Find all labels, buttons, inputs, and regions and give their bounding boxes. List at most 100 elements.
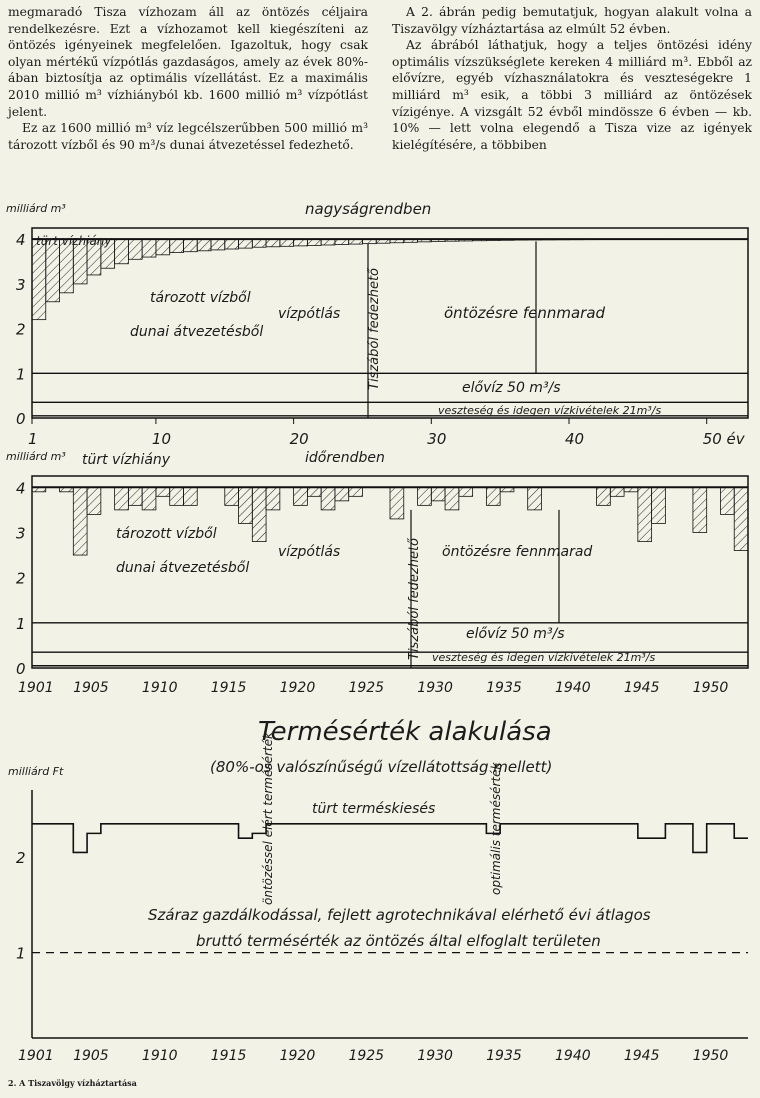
figure-caption: 2. A Tiszavölgy vízháztartása bbox=[8, 1078, 137, 1088]
x-tick-label: 1930 bbox=[417, 1048, 453, 1064]
deficit-bar bbox=[348, 238, 363, 245]
deficit-bar bbox=[31, 238, 47, 321]
x-tick-label: 1940 bbox=[555, 1048, 591, 1064]
chart-title: Termésérték alakulása bbox=[258, 717, 552, 747]
deficit-bar bbox=[169, 238, 184, 253]
deficit-bar bbox=[458, 238, 474, 242]
deficit-bar bbox=[458, 486, 474, 497]
label-tisza: Tiszából fedezhető bbox=[407, 537, 422, 660]
deficit-bar bbox=[417, 238, 432, 243]
deficit-bar bbox=[306, 486, 322, 497]
paragraph: megmaradó Tisza vízhozam áll az öntözés … bbox=[8, 5, 368, 119]
y-axis-label: milliárd m³ bbox=[6, 202, 66, 215]
deficit-bar bbox=[417, 486, 432, 506]
label-base-flow: elővíz 50 m³/s bbox=[462, 380, 561, 396]
deficit-bar bbox=[279, 238, 295, 247]
x-tick-label: 1925 bbox=[348, 680, 384, 696]
deficit-bar bbox=[568, 238, 584, 241]
label-base-flow: elővíz 50 m³/s bbox=[466, 626, 565, 642]
deficit-bar bbox=[320, 486, 336, 511]
x-tick-label: 1905 bbox=[73, 680, 109, 696]
deficit-bar bbox=[114, 486, 129, 511]
paragraph: A 2. ábrán pedig bemutatjuk, hogyan alak… bbox=[392, 5, 752, 36]
x-tick-label: 1925 bbox=[348, 1048, 384, 1064]
deficit-bar bbox=[430, 238, 446, 242]
label-unmet: türt vízhiány bbox=[82, 452, 171, 468]
x-tick-label: 1905 bbox=[73, 1048, 109, 1064]
deficit-bar bbox=[527, 486, 542, 511]
y-tick-label: 0 bbox=[16, 410, 26, 428]
y-tick-label: 4 bbox=[16, 479, 26, 497]
y-tick-label: 4 bbox=[16, 231, 26, 249]
deficit-bar bbox=[31, 486, 47, 493]
deficit-bar bbox=[485, 238, 501, 241]
deficit-bar bbox=[127, 238, 143, 260]
x-tick-label: 1920 bbox=[280, 680, 316, 696]
x-tick-label: 50 év bbox=[703, 430, 746, 448]
y-tick-label: 1 bbox=[16, 615, 26, 633]
x-tick-label: 1915 bbox=[211, 680, 247, 696]
x-tick-label: 1930 bbox=[417, 680, 453, 696]
deficit-bar bbox=[210, 238, 226, 251]
label-remaining: öntözésre fennmarad bbox=[442, 544, 592, 560]
deficit-bar bbox=[155, 486, 171, 497]
x-tick-label: 20 bbox=[290, 430, 309, 448]
deficit-bar bbox=[183, 238, 198, 253]
deficit-bar bbox=[155, 238, 171, 256]
deficit-bar bbox=[141, 486, 157, 511]
x-tick-label: 1910 bbox=[142, 680, 178, 696]
chart-title: időrendben bbox=[305, 450, 385, 466]
x-tick-label: 1935 bbox=[486, 680, 522, 696]
deficit-bar bbox=[72, 486, 88, 556]
deficit-bar bbox=[238, 238, 253, 249]
deficit-bar bbox=[444, 238, 460, 242]
plot-frame bbox=[31, 475, 749, 669]
crop-value-line bbox=[32, 823, 748, 854]
label-danube: dunai átvezetésből bbox=[116, 560, 249, 576]
x-tick-label: 1950 bbox=[693, 1048, 729, 1064]
deficit-bar bbox=[114, 238, 129, 265]
deficit-bar bbox=[430, 486, 446, 502]
deficit-bar bbox=[306, 238, 322, 246]
deficit-bar bbox=[169, 486, 184, 506]
x-tick-label: 1935 bbox=[486, 1048, 522, 1064]
y-tick-label: 2 bbox=[16, 849, 26, 867]
deficit-bar bbox=[196, 238, 212, 252]
x-tick-label: 1 bbox=[28, 430, 38, 448]
y-axis-label: milliárd Ft bbox=[8, 765, 64, 778]
x-tick-label: 1950 bbox=[693, 680, 729, 696]
deficit-bar bbox=[251, 238, 267, 248]
deficit-bar bbox=[141, 238, 157, 258]
x-tick-label: 1915 bbox=[211, 1048, 247, 1064]
deficit-bar bbox=[499, 486, 515, 493]
label-baseline-2: bruttó termésérték az öntözés által elfo… bbox=[196, 932, 601, 950]
y-tick-label: 1 bbox=[16, 365, 26, 383]
deficit-bar bbox=[513, 238, 529, 241]
deficit-bar bbox=[224, 486, 239, 506]
plot-frame bbox=[31, 227, 749, 419]
deficit-bar bbox=[293, 238, 308, 247]
deficit-bar bbox=[651, 486, 666, 524]
deficit-bar bbox=[127, 486, 143, 506]
label-stored: tározott vízből bbox=[150, 290, 251, 306]
x-tick-label: 1945 bbox=[624, 680, 660, 696]
deficit-bar bbox=[609, 486, 625, 497]
deficit-bar bbox=[485, 486, 501, 506]
text-column-left: megmaradó Tisza vízhozam áll az öntözés … bbox=[8, 4, 368, 153]
label-optimal: optimális termésérték bbox=[489, 761, 503, 895]
y-tick-label: 2 bbox=[16, 321, 26, 339]
x-tick-label: 10 bbox=[152, 430, 171, 448]
deficit-bar bbox=[334, 238, 350, 245]
deficit-bar bbox=[334, 486, 350, 502]
label-supply: vízpótlás bbox=[278, 306, 340, 322]
x-tick-label: 1901 bbox=[18, 1048, 54, 1064]
y-axis-label: milliárd m³ bbox=[6, 450, 66, 463]
chart-title: nagyságrendben bbox=[305, 200, 431, 218]
x-tick-label: 1910 bbox=[142, 1048, 178, 1064]
label-irrigated: öntözéssel elért termésérték bbox=[261, 731, 275, 905]
deficit-bar bbox=[692, 486, 708, 533]
label-lost: türt terméskiesés bbox=[312, 801, 435, 817]
text-column-right: A 2. ábrán pedig bemutatjuk, hogyan alak… bbox=[392, 4, 752, 153]
deficit-bar bbox=[733, 486, 749, 551]
